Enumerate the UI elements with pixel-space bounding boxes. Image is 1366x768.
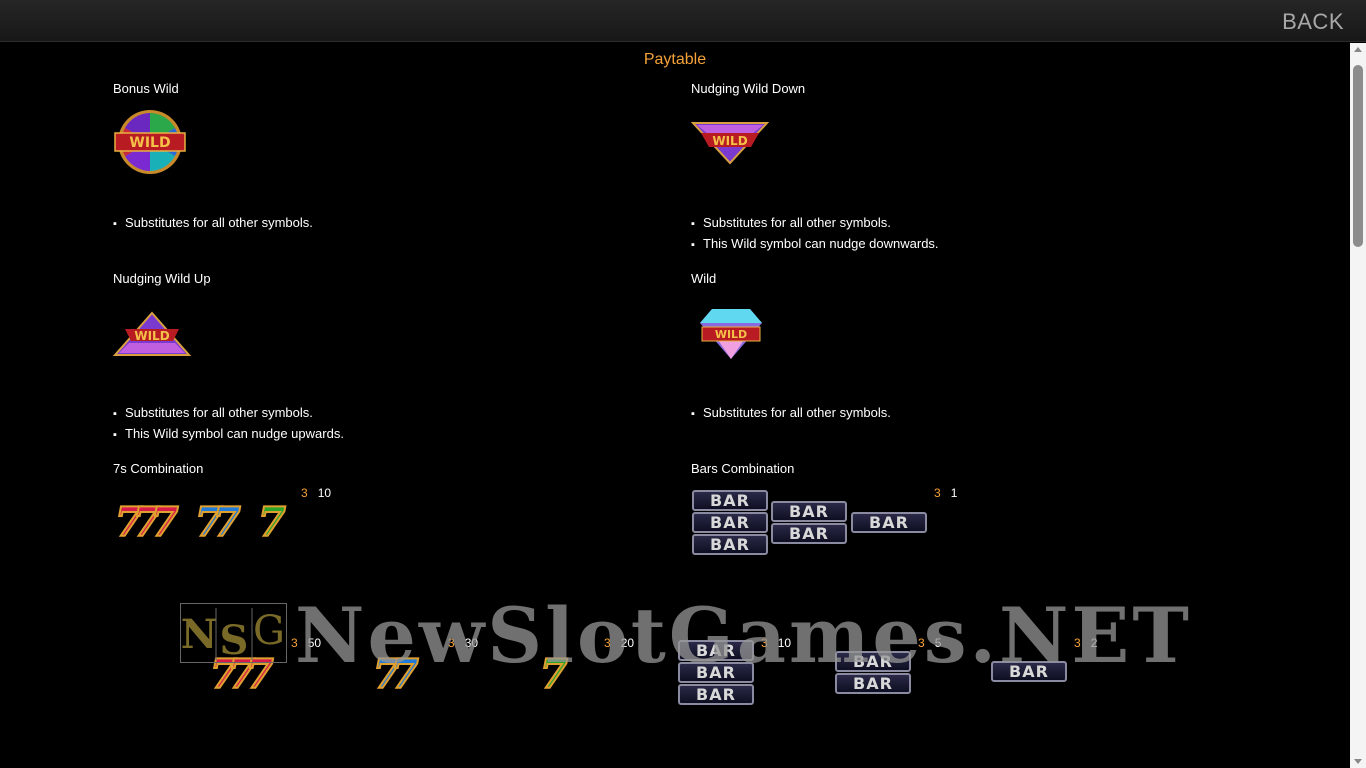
section-title: 7s Combination <box>113 461 204 476</box>
svg-text:WILD: WILD <box>715 328 747 341</box>
combo-7s-pay: 3 10 <box>301 486 331 500</box>
triangle-down-wild-icon: WILD <box>691 122 769 165</box>
top-bar: BACK <box>0 0 1366 42</box>
bullet-item: This Wild symbol can nudge downwards. <box>691 234 939 255</box>
nudging-wild-up-bullets: Substitutes for all other symbols. This … <box>113 403 344 445</box>
section-title: Wild <box>691 271 717 286</box>
svg-text:WILD: WILD <box>134 329 169 343</box>
blue-seven-icon: 77 <box>372 651 420 698</box>
svg-text:WILD: WILD <box>712 134 747 148</box>
scroll-down-arrow-icon[interactable] <box>1354 759 1362 764</box>
bonus-wild-bullets: Substitutes for all other symbols. <box>113 213 313 234</box>
green-seven-icon: 7 <box>539 651 569 698</box>
bullet-item: Substitutes for all other symbols. <box>691 403 891 424</box>
section-title: Nudging Wild Up <box>113 271 211 286</box>
section-bonus-wild: Bonus Wild <box>113 81 179 96</box>
svg-text:WILD: WILD <box>129 135 170 151</box>
bullet-item: Substitutes for all other symbols. <box>113 403 344 424</box>
section-wild: Wild <box>691 271 716 286</box>
blue-seven-icon: 77 <box>194 499 242 546</box>
vertical-scrollbar[interactable] <box>1350 43 1366 768</box>
section-bars-combination: Bars Combination <box>691 461 794 476</box>
scroll-up-arrow-icon[interactable] <box>1354 47 1362 52</box>
back-button[interactable]: BACK <box>1282 9 1344 34</box>
pay-value: 1 <box>950 486 958 500</box>
bullet-item: This Wild symbol can nudge upwards. <box>113 424 344 445</box>
green-seven-icon: 7 <box>257 499 287 546</box>
pay-value: 10 <box>317 486 332 500</box>
red-seven-icon: 777 <box>209 651 274 698</box>
page-title: Paytable <box>643 51 707 68</box>
pay-count: 3 <box>301 486 308 500</box>
triangle-up-wild-icon: WILD <box>113 311 191 356</box>
single-bar-icon: BAR <box>991 661 1067 683</box>
wheel-wild-icon: WILD <box>114 110 186 174</box>
section-title: Nudging Wild Down <box>691 81 806 96</box>
diamond-wild-icon: WILD <box>700 309 762 359</box>
section-7s-combination: 7s Combination <box>113 461 203 476</box>
bullet-item: Substitutes for all other symbols. <box>691 213 939 234</box>
section-nudging-wild-up: Nudging Wild Up <box>113 271 211 286</box>
paytable-content: Paytable Bonus Wild WILD Substitutes for… <box>0 43 1350 768</box>
section-nudging-wild-down: Nudging Wild Down <box>691 81 805 96</box>
bullet-item: Substitutes for all other symbols. <box>113 213 313 234</box>
red-seven-icon: 777 <box>114 499 179 546</box>
wild-bullets: Substitutes for all other symbols. <box>691 403 891 424</box>
nudging-wild-down-bullets: Substitutes for all other symbols. This … <box>691 213 939 255</box>
section-title: Bars Combination <box>691 461 795 476</box>
single-bar-icon: BAR <box>851 512 927 534</box>
scrollbar-thumb[interactable] <box>1353 65 1363 247</box>
pay-count: 3 <box>934 486 941 500</box>
section-title: Bonus Wild <box>113 81 179 96</box>
svg-text:G: G <box>253 608 285 654</box>
